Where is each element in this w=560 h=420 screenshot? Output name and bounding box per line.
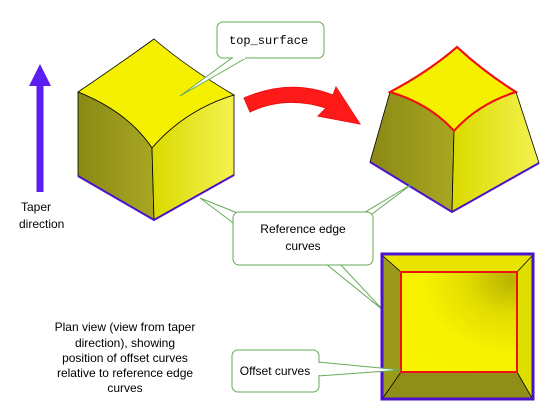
taper-direction-arrow <box>29 64 51 192</box>
top-surface-label: top_surface <box>229 34 308 48</box>
solid-after-taper <box>369 45 540 214</box>
offset-curves-callout: Offset curves <box>231 349 402 393</box>
top-surface-callout: top_surface <box>179 21 325 97</box>
reference-edge-right <box>369 161 540 214</box>
plan-caption-line5: curves <box>107 381 142 395</box>
plan-view-caption: Plan view (view from taper direction), s… <box>55 320 196 395</box>
plan-caption-line1: Plan view (view from taper <box>55 320 196 334</box>
offset-curves-square <box>400 271 518 373</box>
taper-label-line1: Taper <box>21 200 51 214</box>
transform-arrow <box>243 85 362 125</box>
solid-before-taper <box>77 38 235 222</box>
plan-caption-line2: direction), showing <box>75 336 175 350</box>
reference-edge-label-line2: curves <box>285 239 320 253</box>
right-face <box>151 94 235 221</box>
plan-caption-line3: position of offset curves <box>62 351 188 365</box>
plan-caption-line4: relative to reference edge <box>57 366 193 380</box>
reference-edge-left <box>77 174 235 222</box>
reference-edge-label-line1: Reference edge <box>260 222 346 236</box>
offset-curves-label: Offset curves <box>240 364 310 378</box>
offset-curve-top <box>389 45 517 133</box>
taper-label-line2: direction <box>19 217 64 231</box>
reference-edge-callout: Reference edge curves <box>199 183 413 311</box>
plan-view <box>380 252 535 401</box>
